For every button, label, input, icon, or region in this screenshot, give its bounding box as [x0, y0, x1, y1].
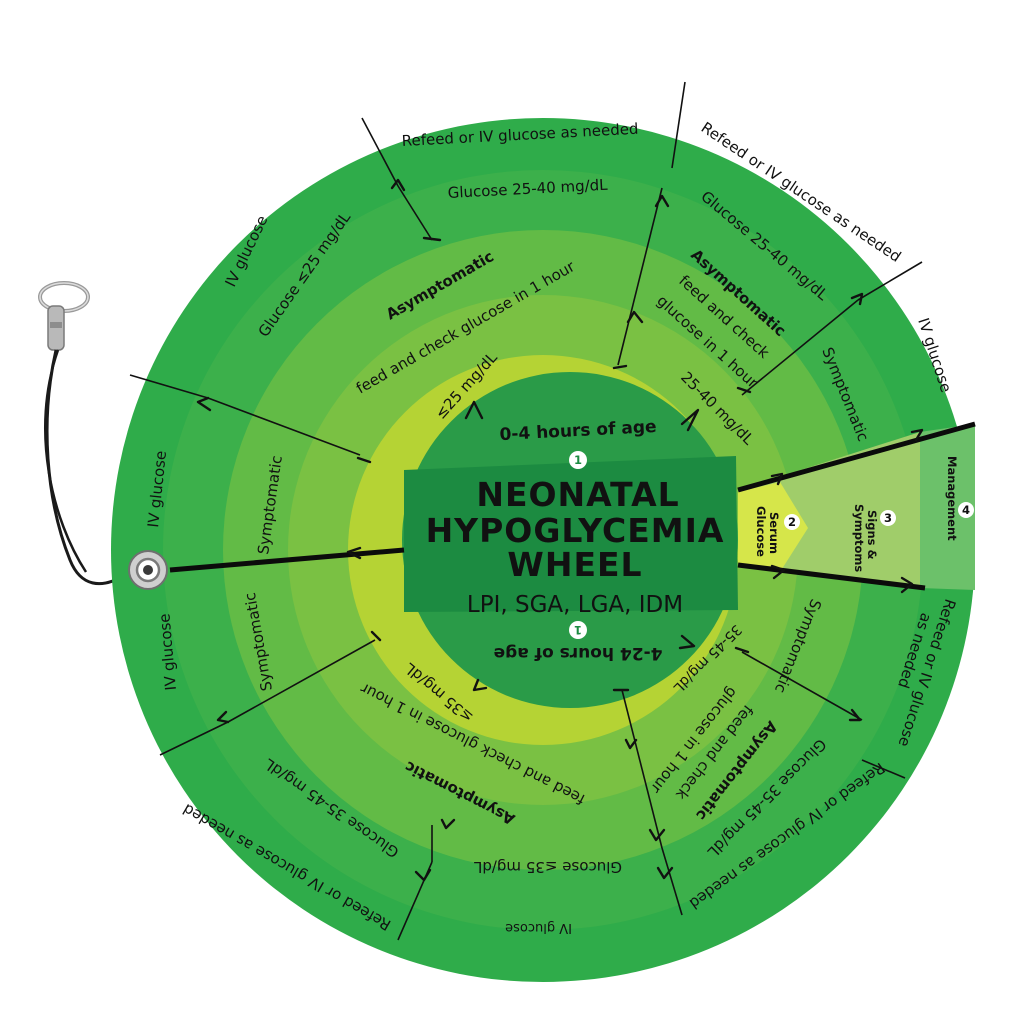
key-wedge-signs — [738, 428, 975, 588]
title-band — [404, 456, 738, 612]
grommet-icon — [128, 550, 168, 590]
key-management: Management — [945, 456, 959, 541]
key-serum-line1: Serum — [767, 512, 781, 554]
title-line-1: NEONATAL — [476, 475, 679, 514]
key-serum-line2: Glucose — [754, 506, 768, 557]
subtitle: LPI, SGA, LGA, IDM — [467, 592, 683, 618]
age-bottom-number: 1 — [574, 623, 582, 637]
key-serum-number: 2 — [788, 515, 796, 529]
key-signs: Signs & Symptoms — [852, 504, 879, 572]
key-signs-line1: Signs & — [865, 510, 879, 560]
key-signs-number: 3 — [884, 511, 892, 525]
flow-arrows — [196, 178, 924, 882]
bl-glucose-low: Glucose ≤35 mg/dL — [473, 858, 622, 876]
key-wedge-management — [920, 424, 975, 590]
wheel-spokes — [129, 81, 923, 941]
key-wedge-serum — [738, 482, 808, 572]
key-management-label: Management — [945, 456, 959, 541]
bl-glucose-low-management: IV glucose — [505, 920, 572, 935]
keychain-ring-icon — [38, 281, 131, 586]
title-line-2: HYPOGLYCEMIA — [426, 511, 725, 550]
key-signs-line2: Symptoms — [852, 504, 866, 572]
key-serum: Serum Glucose — [754, 506, 781, 557]
age-top-number: 1 — [574, 453, 582, 467]
age-bottom-label: 4-24 hours of age — [494, 643, 663, 663]
title-line-3: WHEEL — [507, 545, 642, 584]
key-management-number: 4 — [962, 503, 970, 517]
